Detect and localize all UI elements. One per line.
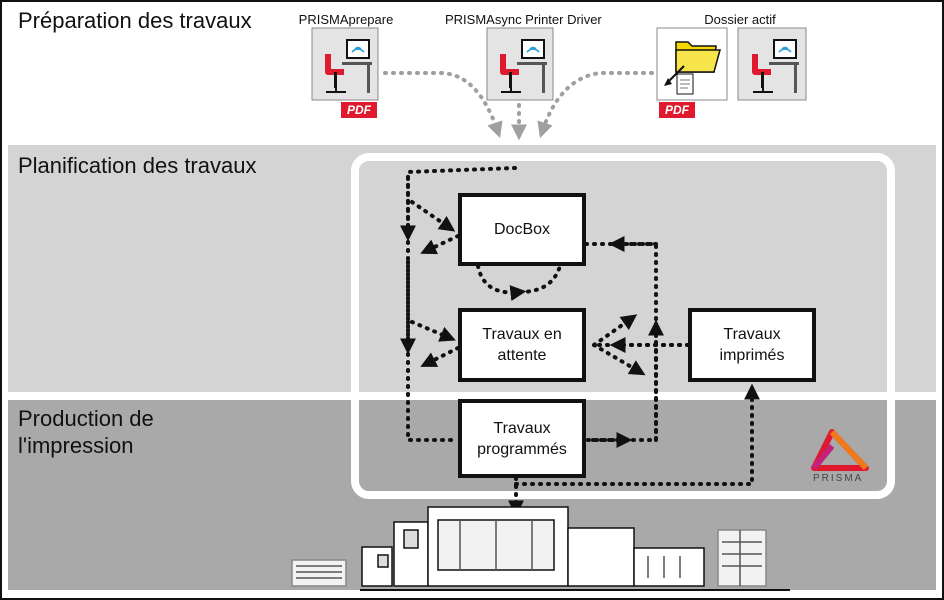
printer-line (291, 506, 767, 587)
zone-title-preparation: Préparation des travaux (18, 8, 252, 33)
workstation-driver (486, 27, 554, 101)
submission-arrows (383, 71, 654, 141)
workstation-prepare (311, 27, 379, 101)
source-label-driver: PRISMAsync Printer Driver (445, 12, 602, 27)
prismasync-frame (351, 153, 895, 499)
source-label-prepare: PRISMAprepare (298, 12, 394, 27)
docbox-box: DocBox (458, 193, 586, 266)
workflow-arrows (400, 166, 760, 517)
zone-title-production-1: Production de (18, 406, 154, 431)
workstation-hotfolder (737, 27, 807, 101)
pdf-tag-hotfolder: PDF (659, 102, 695, 118)
source-label-hotfolder: Dossier actif (704, 12, 776, 27)
scheduled-jobs-box: Travaux programmés (458, 399, 586, 478)
pdf-tag-prepare: PDF (341, 102, 377, 118)
zone-title-planning: Planification des travaux (18, 153, 257, 178)
prisma-logo-text: PRISMA (813, 473, 864, 484)
zone-title-production-2: l'impression (18, 433, 134, 458)
pending-jobs-box: Travaux en attente (458, 308, 586, 382)
hotfolder-tile (656, 27, 728, 101)
printed-jobs-box: Travaux imprimés (688, 308, 816, 382)
prisma-logo-mark (811, 429, 869, 471)
